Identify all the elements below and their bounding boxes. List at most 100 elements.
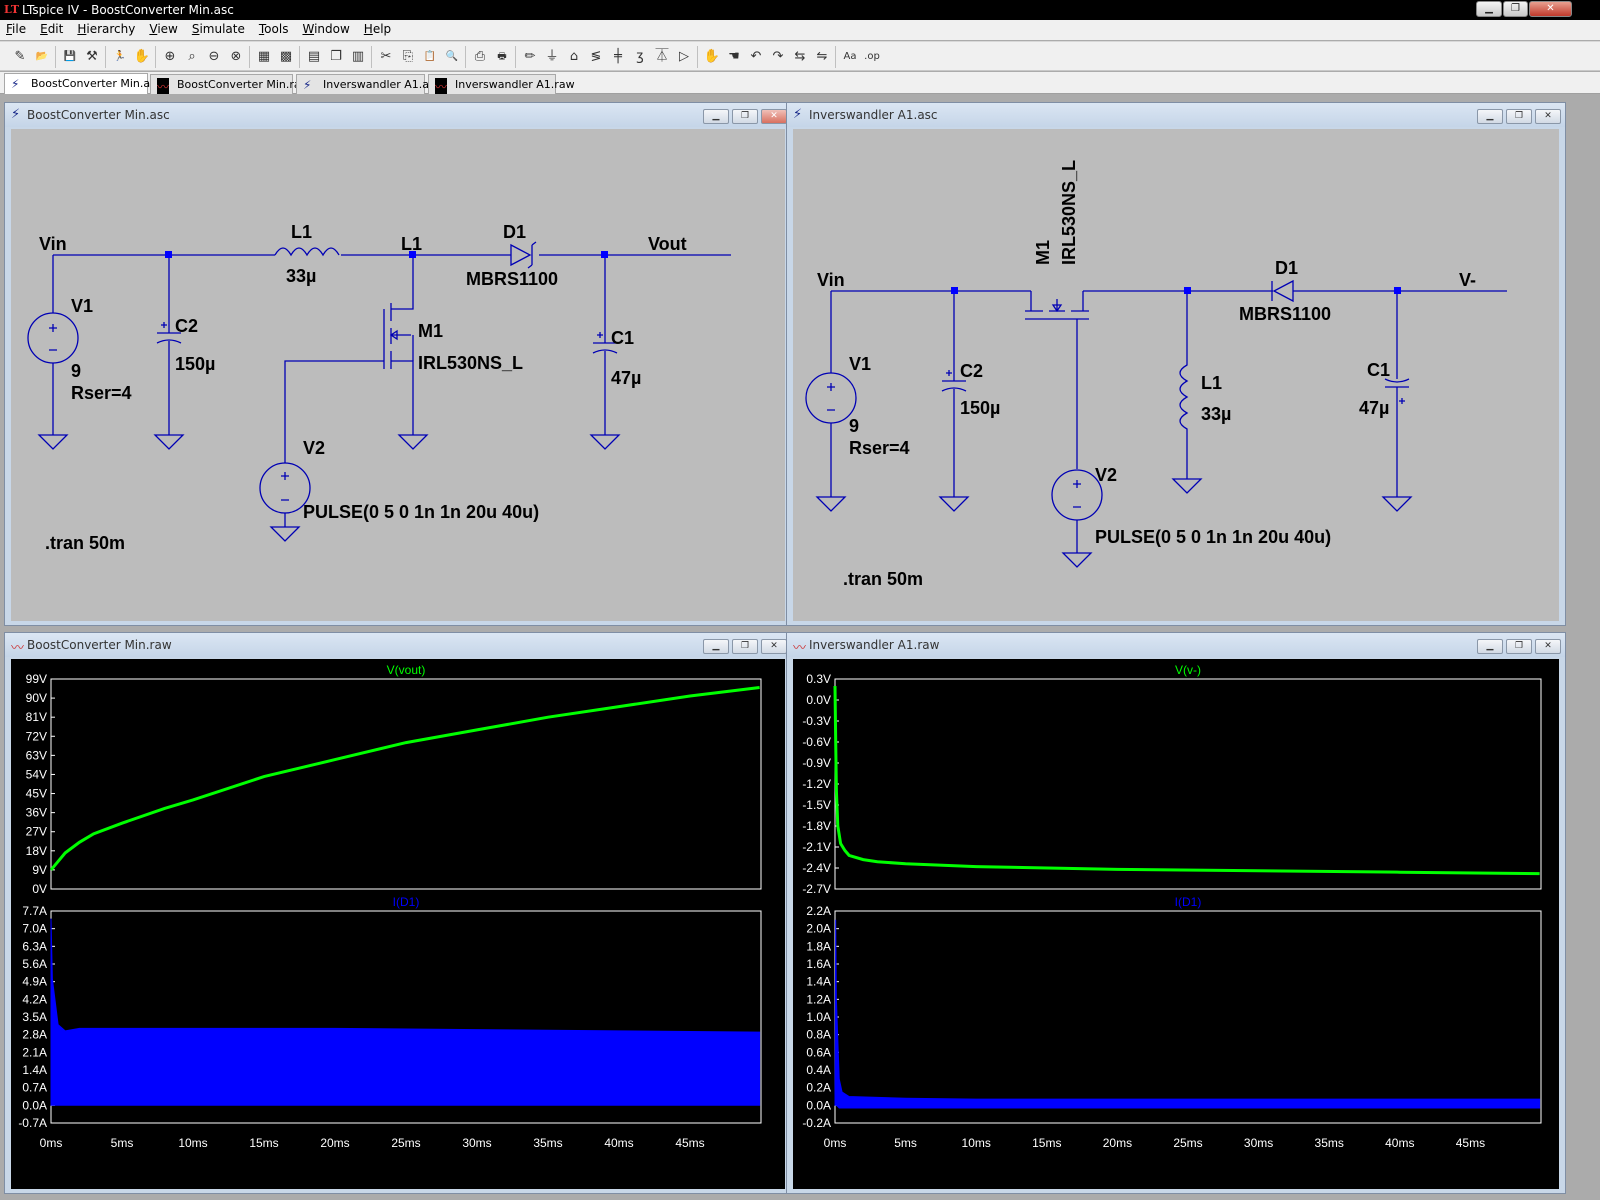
menu-view[interactable]: View: [149, 22, 178, 36]
schematic-canvas[interactable]: Vin L1 33µ L1 D1 MBRS1100 Vout V1 9 Rser…: [11, 129, 785, 621]
grid-icon[interactable]: ▩: [279, 49, 293, 64]
menu-hierarchy[interactable]: Hierarchy: [77, 22, 136, 36]
zoom-out-icon[interactable]: ⊖: [208, 49, 220, 64]
child-minimize-button[interactable]: ▁: [703, 109, 729, 124]
y-tick-label: 99V: [26, 672, 47, 686]
text-icon[interactable]: Aa: [843, 51, 857, 62]
y-tick-label: 2.2A: [806, 904, 831, 918]
schematic-canvas[interactable]: Vin M1 IRL530NS_L D1 MBRS1100 V- V1 9 Rs…: [793, 129, 1559, 621]
ground-symbol: [938, 496, 970, 512]
menu-tools[interactable]: Tools: [258, 22, 289, 36]
tile-horizontal-icon[interactable]: ▤: [307, 49, 321, 64]
waveform-plot[interactable]: V(v-)0.3V0.0V-0.3V-0.6V-0.9V-1.2V-1.5V-1…: [793, 659, 1559, 1189]
open-icon[interactable]: 📂: [35, 51, 49, 62]
child-minimize-button[interactable]: ▁: [1477, 109, 1503, 124]
zoom-fit-icon[interactable]: ⊗: [230, 49, 242, 64]
toolbar-separator: [249, 46, 250, 68]
autorange-icon[interactable]: ▦: [257, 49, 271, 64]
child-minimize-button[interactable]: ▁: [703, 639, 729, 654]
draw-wire-icon[interactable]: ✏: [524, 49, 536, 64]
label-net-icon[interactable]: ⌂: [569, 49, 579, 64]
copy-icon[interactable]: ⎘: [402, 49, 414, 64]
menu-help[interactable]: Help: [363, 22, 392, 36]
run-icon[interactable]: 🏃: [113, 51, 127, 62]
resistor-icon[interactable]: ≶: [590, 49, 602, 64]
find-icon[interactable]: 🔍: [445, 51, 459, 62]
spice-directive-icon[interactable]: .op: [864, 51, 880, 62]
window-inverter-schematic[interactable]: ⚡ Inverswandler A1.asc ▁❐✕: [786, 102, 1566, 626]
tab-boostconverter-min-asc[interactable]: ⚡BoostConverter Min.asc: [4, 73, 162, 95]
halt-icon[interactable]: ✋: [133, 49, 151, 64]
child-close-button[interactable]: ✕: [1535, 109, 1561, 124]
mosfet-m1: [284, 255, 414, 463]
menu-window[interactable]: Window: [302, 22, 350, 36]
trace-label[interactable]: V(v-): [1175, 663, 1201, 677]
mirror-icon[interactable]: ⇋: [816, 49, 828, 64]
redo-icon[interactable]: ↷: [772, 49, 784, 64]
child-close-button[interactable]: ✕: [761, 639, 787, 654]
minimize-button[interactable]: ▁: [1476, 1, 1502, 17]
ground-symbol: [269, 526, 301, 542]
menu-edit[interactable]: Edit: [40, 22, 64, 36]
wire-junction: [951, 287, 958, 294]
trace-line[interactable]: [49, 686, 760, 871]
trace-area[interactable]: [50, 918, 761, 1106]
save-icon[interactable]: 💾: [63, 51, 77, 62]
plot-pane[interactable]: V(v-)0.3V0.0V-0.3V-0.6V-0.9V-1.2V-1.5V-1…: [802, 663, 1542, 896]
tile-vertical-icon[interactable]: ▥: [351, 49, 365, 64]
zoom-in-icon[interactable]: ⊕: [164, 49, 176, 64]
print-setup-icon[interactable]: ⎙: [474, 49, 486, 64]
paste-icon[interactable]: 📋: [423, 51, 437, 62]
toolbar-separator: [515, 46, 516, 68]
cut-icon[interactable]: ✂: [380, 49, 392, 64]
trace-label[interactable]: V(vout): [387, 663, 426, 677]
trace-label[interactable]: I(D1): [393, 895, 420, 909]
move-icon[interactable]: ✋: [703, 49, 721, 64]
control-panel-icon[interactable]: ⚒: [86, 49, 98, 64]
waveform-plot[interactable]: V(vout)99V90V81V72V63V54V45V36V27V18V9V0…: [11, 659, 785, 1189]
voltage-source-v1: [27, 312, 79, 364]
drag-icon[interactable]: ☚: [728, 49, 740, 64]
child-maximize-button[interactable]: ❐: [1506, 639, 1532, 654]
plot-pane[interactable]: I(D1)2.2A2.0A1.8A1.6A1.4A1.2A1.0A0.8A0.6…: [802, 895, 1542, 1130]
undo-icon[interactable]: ↶: [750, 49, 762, 64]
child-close-button[interactable]: ✕: [1535, 639, 1561, 654]
trace-label[interactable]: I(D1): [1175, 895, 1202, 909]
child-maximize-button[interactable]: ❐: [732, 109, 758, 124]
wire-junction: [1184, 287, 1191, 294]
cascade-icon[interactable]: ❐: [330, 49, 342, 64]
maximize-button[interactable]: ❐: [1503, 1, 1528, 17]
window-boost-schematic[interactable]: ⚡ BoostConverter Min.asc ▁❐✕: [4, 102, 792, 626]
menu-simulate[interactable]: Simulate: [191, 22, 245, 36]
tab-inverswandler-a1-raw[interactable]: 〰Inverswandler A1.raw: [428, 74, 575, 95]
y-tick-label: 0.0A: [806, 1098, 831, 1112]
child-maximize-button[interactable]: ❐: [1506, 109, 1532, 124]
child-maximize-button[interactable]: ❐: [732, 639, 758, 654]
value-c2: 150µ: [175, 354, 215, 374]
print-icon[interactable]: 🖶: [497, 51, 507, 62]
rotate-icon[interactable]: ⇆: [794, 49, 806, 64]
component-icon[interactable]: ▷: [679, 49, 689, 64]
tab-boostconverter-min-raw[interactable]: 〰BoostConverter Min.raw: [150, 74, 310, 95]
trace-line[interactable]: [833, 685, 1540, 876]
child-close-button[interactable]: ✕: [761, 109, 787, 124]
diode-icon[interactable]: ⏄: [655, 49, 669, 64]
trace-area[interactable]: [834, 919, 1541, 1109]
new-schematic-icon[interactable]: ✎: [14, 49, 26, 64]
tab-inverswandler-a1-asc[interactable]: ⚡Inverswandler A1.asc: [296, 74, 441, 94]
capacitor-icon[interactable]: ╪: [614, 49, 622, 64]
pan-icon[interactable]: ⌕: [188, 49, 196, 64]
plot-pane[interactable]: V(vout)99V90V81V72V63V54V45V36V27V18V9V0…: [26, 663, 762, 896]
close-button[interactable]: ✕: [1529, 1, 1572, 17]
y-tick-label: 72V: [26, 729, 47, 743]
child-minimize-button[interactable]: ▁: [1477, 639, 1503, 654]
plot-pane[interactable]: I(D1)7.7A7.0A6.3A5.6A4.9A4.2A3.5A2.8A2.1…: [18, 895, 762, 1130]
inductor-icon[interactable]: ʒ: [636, 49, 644, 64]
ground-icon[interactable]: ⏚: [545, 49, 559, 64]
mosfet-m1: [1025, 291, 1089, 469]
menu-file[interactable]: File: [6, 22, 27, 36]
